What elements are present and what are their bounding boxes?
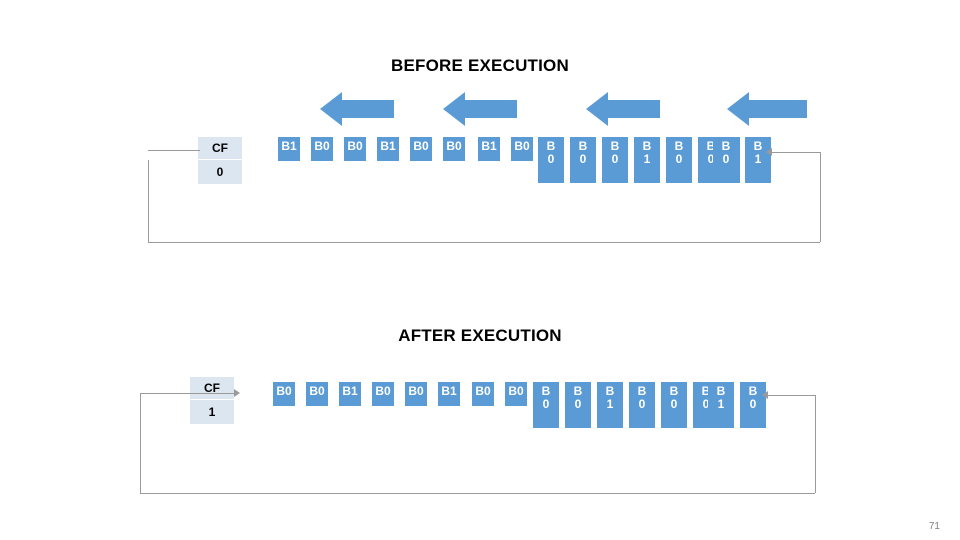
cell-bottom-text: 0 bbox=[670, 396, 678, 411]
after-bit-cell-wide: B 1 bbox=[597, 382, 623, 428]
after-bit-cell: B1 bbox=[438, 382, 460, 406]
before-bit-cell-wide: B 0 bbox=[713, 137, 739, 183]
before-loop-top-right-segment bbox=[772, 152, 820, 153]
arrow-shaft bbox=[608, 100, 660, 118]
before-bit-cell-wide: B 0 bbox=[602, 137, 628, 183]
before-bit-cell-wide: B 0 bbox=[570, 137, 596, 183]
after-cf-value: 1 bbox=[190, 400, 234, 424]
before-bit-cell-wide: B 0 bbox=[666, 137, 692, 183]
cell-bottom-text: 0 bbox=[579, 151, 587, 166]
arrow-head-icon bbox=[586, 92, 608, 126]
cell-bottom-text: 0 bbox=[611, 151, 619, 166]
cell-bottom-text: 0 bbox=[749, 396, 757, 411]
cell-top-text: B bbox=[642, 139, 652, 153]
arrow-3 bbox=[586, 92, 660, 126]
arrow-2 bbox=[443, 92, 517, 126]
arrow-shaft bbox=[342, 100, 394, 118]
after-bit-cell: B0 bbox=[472, 382, 494, 406]
before-loop-left-segment bbox=[148, 160, 149, 242]
cell-bottom-text: 0 bbox=[722, 151, 730, 166]
after-bit-cell: B1 bbox=[339, 382, 361, 406]
before-bit-cell-wide: B 1 bbox=[745, 137, 771, 183]
cell-bottom-text: 1 bbox=[717, 396, 725, 411]
cell-bottom-text: 0 bbox=[702, 396, 710, 411]
cell-top-text: B bbox=[573, 384, 583, 398]
after-cf-box: CF 1 bbox=[190, 377, 234, 424]
cell-top-text: B bbox=[669, 384, 679, 398]
after-bit-cell-wide: B 0 bbox=[740, 382, 766, 428]
after-loop-right-segment bbox=[815, 395, 816, 493]
before-bit-cell: B0 bbox=[311, 137, 333, 161]
after-bit-cell: B0 bbox=[505, 382, 527, 406]
cell-bottom-text: 1 bbox=[643, 151, 651, 166]
cell-bottom-text: 0 bbox=[707, 151, 715, 166]
before-loop-arrow-icon bbox=[766, 148, 772, 156]
after-execution-title: AFTER EXECUTION bbox=[398, 326, 562, 345]
cell-top-text: B bbox=[610, 139, 620, 153]
arrow-4 bbox=[727, 92, 807, 126]
after-bit-cell: B0 bbox=[306, 382, 328, 406]
before-bit-cell: B0 bbox=[344, 137, 366, 161]
cell-top-text: B bbox=[753, 139, 763, 153]
after-loop-arrow-icon bbox=[762, 391, 768, 399]
cell-bottom-text: 1 bbox=[606, 396, 614, 411]
before-loop-right-segment bbox=[820, 152, 821, 242]
after-loop-bottom-segment bbox=[140, 493, 815, 494]
cell-top-text: B bbox=[721, 139, 731, 153]
after-loop-arrow-icon bbox=[234, 389, 240, 397]
cell-bottom-text: 0 bbox=[547, 151, 555, 166]
before-loop-top-left-segment bbox=[148, 150, 200, 151]
after-bit-cell-wide: B 0 bbox=[565, 382, 591, 428]
arrow-head-icon bbox=[727, 92, 749, 126]
before-bit-cell: B1 bbox=[377, 137, 399, 161]
after-bit-cell-wide: B 0 bbox=[661, 382, 687, 428]
cell-top-text: B bbox=[541, 384, 551, 398]
cell-top-text: B bbox=[637, 384, 647, 398]
cell-top-text: B bbox=[748, 384, 758, 398]
arrow-shaft bbox=[465, 100, 517, 118]
after-bit-cell: B0 bbox=[405, 382, 427, 406]
before-loop-bottom-segment bbox=[148, 242, 820, 243]
arrow-shaft bbox=[749, 100, 807, 118]
cell-top-text: B bbox=[674, 139, 684, 153]
cell-top-text: B bbox=[546, 139, 556, 153]
before-bit-cell-wide: B 0 bbox=[538, 137, 564, 183]
after-bit-cell: B0 bbox=[372, 382, 394, 406]
cell-bottom-text: 0 bbox=[638, 396, 646, 411]
before-bit-cell: B1 bbox=[478, 137, 500, 161]
before-bit-cell: B0 bbox=[443, 137, 465, 161]
cell-bottom-text: 1 bbox=[754, 151, 762, 166]
before-cf-box: CF 0 bbox=[198, 137, 242, 184]
page-number: 71 bbox=[928, 521, 940, 532]
cell-top-text: B bbox=[706, 139, 716, 153]
before-bit-cell: B0 bbox=[511, 137, 533, 161]
after-bit-cell-wide: B 0 bbox=[533, 382, 559, 428]
before-cf-value: 0 bbox=[198, 160, 242, 184]
cell-top-text: B bbox=[701, 384, 711, 398]
before-execution-title: BEFORE EXECUTION bbox=[391, 56, 569, 75]
after-cf-label: CF bbox=[190, 377, 234, 400]
arrow-head-icon bbox=[443, 92, 465, 126]
cell-top-text: B bbox=[578, 139, 588, 153]
after-loop-left-segment bbox=[140, 393, 141, 493]
after-bit-cell-wide: B 0 bbox=[629, 382, 655, 428]
before-bit-cell: B0 bbox=[410, 137, 432, 161]
cell-top-text: B bbox=[716, 384, 726, 398]
cell-bottom-text: 0 bbox=[542, 396, 550, 411]
arrow-head-icon bbox=[320, 92, 342, 126]
after-loop-top-right-segment bbox=[768, 395, 815, 396]
arrow-1 bbox=[320, 92, 394, 126]
before-cf-label: CF bbox=[198, 137, 242, 160]
before-bit-cell-wide: B 1 bbox=[634, 137, 660, 183]
cell-top-text: B bbox=[605, 384, 615, 398]
cell-bottom-text: 0 bbox=[574, 396, 582, 411]
before-bit-cell: B1 bbox=[278, 137, 300, 161]
after-bit-cell-wide: B 1 bbox=[708, 382, 734, 428]
after-bit-cell: B0 bbox=[273, 382, 295, 406]
cell-bottom-text: 0 bbox=[675, 151, 683, 166]
after-loop-top-left-segment bbox=[140, 393, 235, 394]
